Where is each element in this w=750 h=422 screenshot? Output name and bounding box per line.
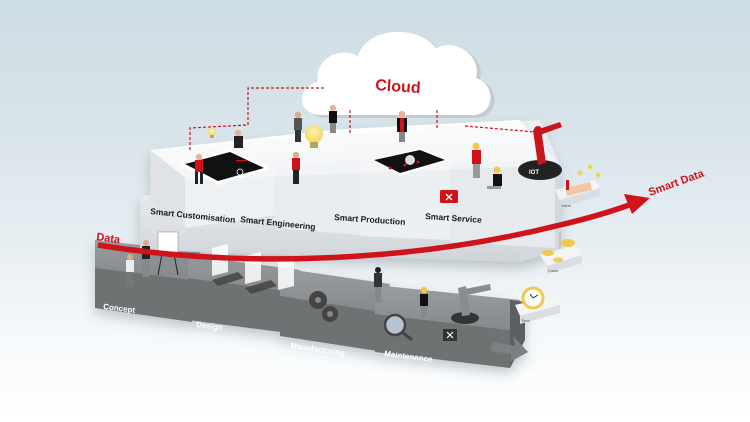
person	[234, 129, 243, 148]
production-tablet	[370, 148, 450, 176]
person	[374, 267, 382, 303]
stage-label-concept: Concept	[103, 302, 136, 315]
iot-label: IOT	[529, 170, 539, 176]
person	[126, 254, 134, 286]
data-label: Data	[96, 231, 122, 246]
benefit-costs-label: Costs	[548, 268, 558, 273]
output-arrow	[490, 336, 528, 362]
stage-label-design: Design	[196, 320, 224, 332]
stage-label-smart-service: Smart Service	[425, 211, 483, 225]
platform-maintenance	[375, 285, 525, 368]
benefit-time-label: Time	[521, 318, 531, 323]
people	[126, 104, 502, 318]
gears-icon	[309, 291, 338, 322]
platform-manufacturing	[280, 268, 390, 352]
person	[292, 151, 300, 184]
person	[329, 104, 337, 133]
lower-platforms	[95, 240, 528, 368]
benefit-time: Time	[515, 286, 560, 324]
robot-arm-iot: IOT	[518, 122, 562, 180]
magnifier-icon	[383, 313, 413, 342]
stage-label-smart-production: Smart Production	[334, 212, 406, 227]
gray-robot-arm	[451, 284, 491, 324]
person	[195, 153, 203, 184]
cloud-label: Cloud	[375, 77, 421, 97]
person	[487, 166, 502, 189]
person	[420, 286, 428, 318]
person	[397, 110, 407, 142]
toolbox-icon	[440, 190, 458, 203]
benefit-value: Value	[555, 164, 601, 208]
smart-data-label: Smart Data	[647, 167, 707, 198]
data-flow-arrow	[97, 194, 650, 262]
person	[472, 142, 481, 178]
upper-blocks	[140, 120, 560, 262]
benefit-costs: Costs	[540, 232, 582, 274]
gray-toolbox-icon	[443, 329, 457, 341]
cloud	[301, 31, 495, 118]
benefit-value-label: Value	[561, 203, 572, 208]
lightbulb-icon	[208, 125, 323, 148]
person	[294, 111, 302, 142]
benefit-shelves: Value Costs Time	[515, 164, 601, 324]
